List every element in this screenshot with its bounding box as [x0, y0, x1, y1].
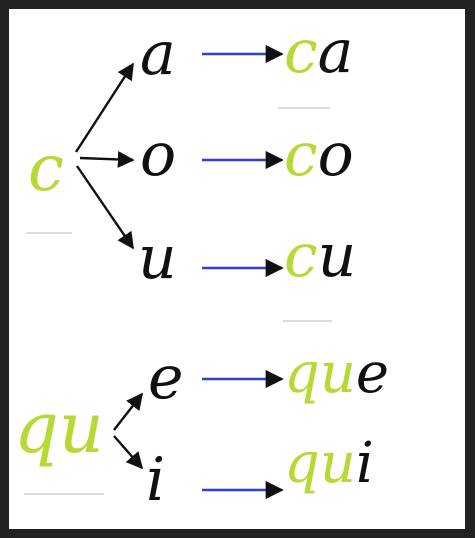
result-prefix: qu	[284, 341, 356, 406]
source-c: c	[28, 132, 64, 206]
result-cu: cu	[284, 221, 356, 291]
result-vowel: i	[356, 431, 374, 496]
vowel-a: a	[140, 19, 176, 89]
result-co: co	[284, 120, 354, 190]
result-qui: qui	[284, 431, 374, 496]
branch-arrow-e	[113, 392, 144, 431]
branch-arrow-u	[76, 165, 134, 250]
result-prefix: c	[284, 17, 318, 87]
vowel-o: o	[140, 120, 176, 190]
result-vowel: o	[318, 120, 354, 190]
vowel-e: e	[148, 343, 184, 413]
result-vowel: a	[318, 17, 354, 87]
branch-arrow-i	[113, 435, 144, 470]
result-vowel: u	[318, 221, 357, 291]
branch-arrow-a	[74, 62, 135, 153]
vowel-u: u	[138, 223, 177, 293]
result-prefix: c	[284, 120, 318, 190]
branch-arrow-o	[79, 151, 135, 168]
result-prefix: c	[284, 221, 318, 291]
result-que: que	[284, 341, 389, 406]
result-prefix: qu	[284, 431, 356, 496]
vowel-i: i	[146, 445, 165, 515]
result-ca: ca	[284, 17, 353, 87]
result-vowel: e	[356, 341, 389, 406]
source-qu: qu	[14, 387, 104, 469]
